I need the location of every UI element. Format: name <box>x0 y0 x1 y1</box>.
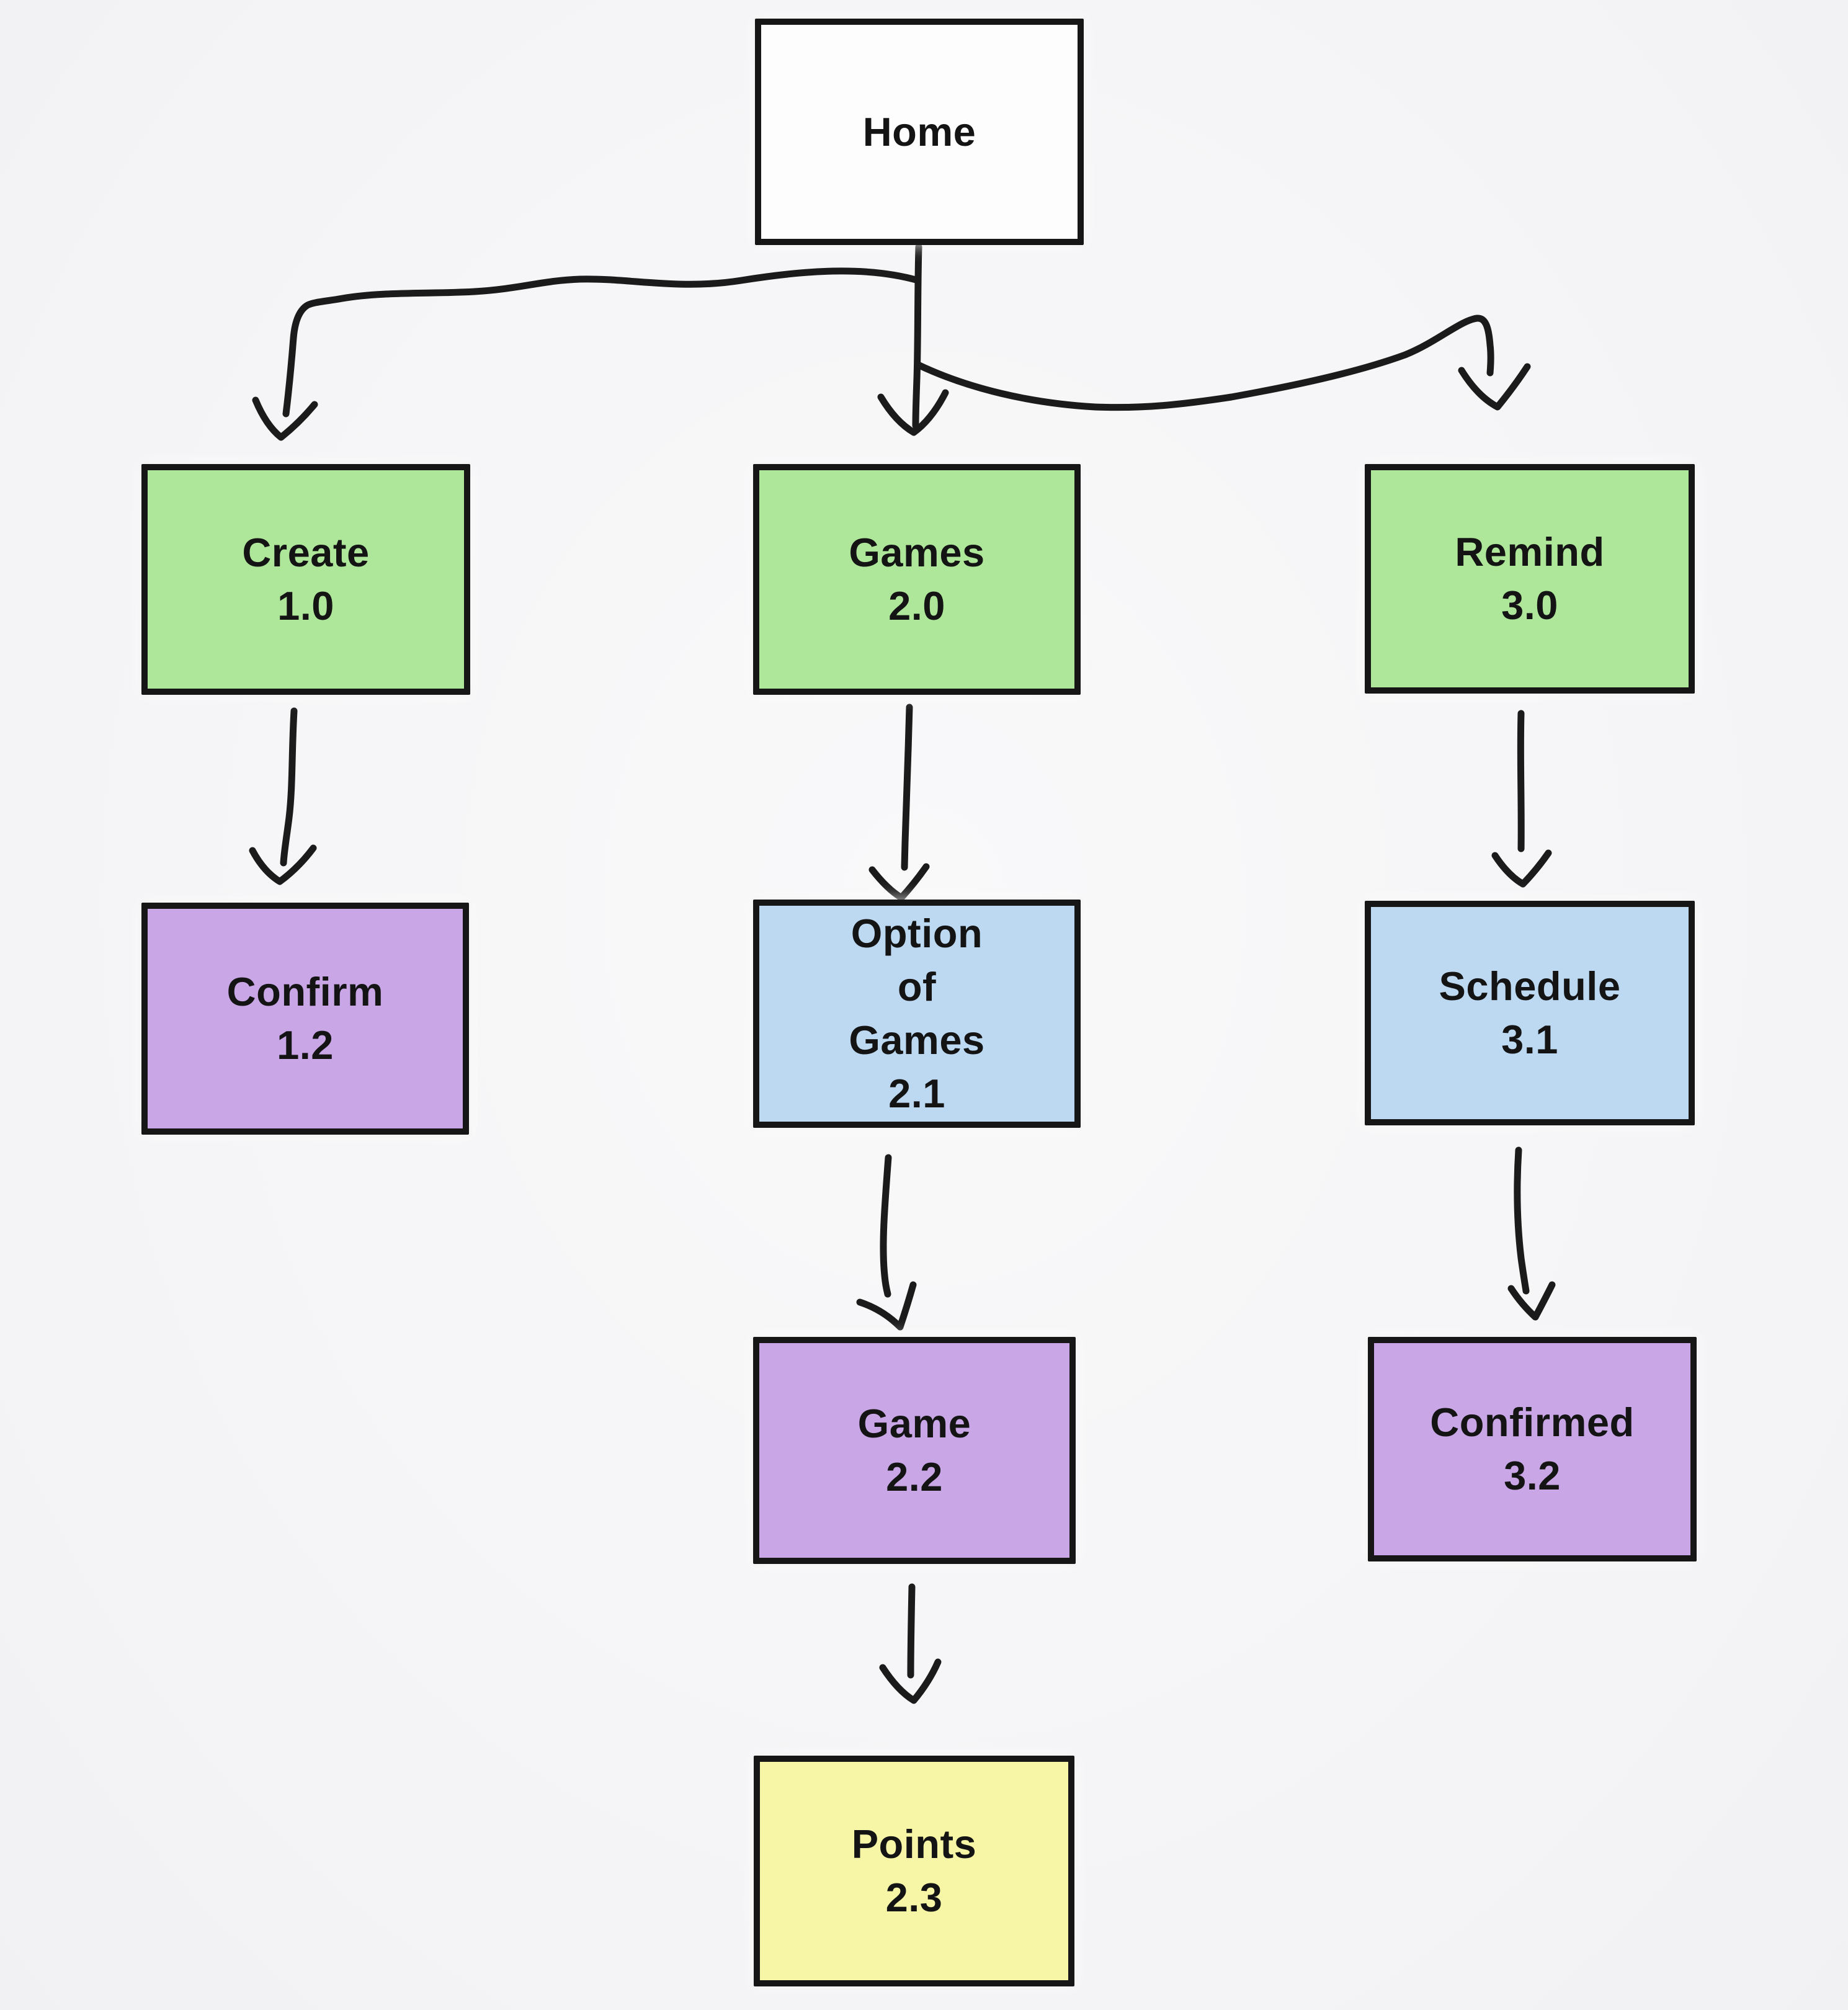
arrow-games-to-option <box>868 704 930 901</box>
arrow-create-to-confirm <box>249 707 317 885</box>
node-create: Create 1.0 <box>141 464 470 695</box>
arrow-game-to-points <box>879 1583 942 1704</box>
node-home: Home <box>755 19 1084 245</box>
node-remind-label: Remind 3.0 <box>1455 529 1605 628</box>
arrow-home-to-remind <box>914 315 1531 411</box>
node-remind: Remind 3.0 <box>1365 464 1695 694</box>
node-confirmed-label: Confirmed 3.2 <box>1430 1400 1635 1498</box>
arrow-remind-to-schedule <box>1491 710 1552 888</box>
arrow-option-to-game <box>856 1154 917 1331</box>
node-points: Points 2.3 <box>754 1756 1074 1986</box>
node-option-of-games-label: Option of Games 2.1 <box>849 911 985 1116</box>
node-games: Games 2.0 <box>753 464 1081 695</box>
node-points-label: Points 2.3 <box>851 1821 977 1920</box>
node-schedule: Schedule 3.1 <box>1365 901 1695 1125</box>
node-confirm-label: Confirm 1.2 <box>226 969 384 1068</box>
node-home-label: Home <box>862 109 976 154</box>
node-option-of-games: Option of Games 2.1 <box>753 900 1081 1128</box>
node-games-label: Games 2.0 <box>849 530 985 628</box>
node-game-label: Game 2.2 <box>857 1401 971 1499</box>
node-game: Game 2.2 <box>753 1337 1076 1564</box>
node-create-label: Create 1.0 <box>242 530 370 628</box>
arrow-home-to-create <box>252 267 922 441</box>
arrow-schedule-to-confirmed <box>1507 1146 1556 1321</box>
node-schedule-label: Schedule 3.1 <box>1439 963 1621 1062</box>
node-confirm: Confirm 1.2 <box>141 903 469 1135</box>
node-confirmed: Confirmed 3.2 <box>1368 1337 1697 1561</box>
